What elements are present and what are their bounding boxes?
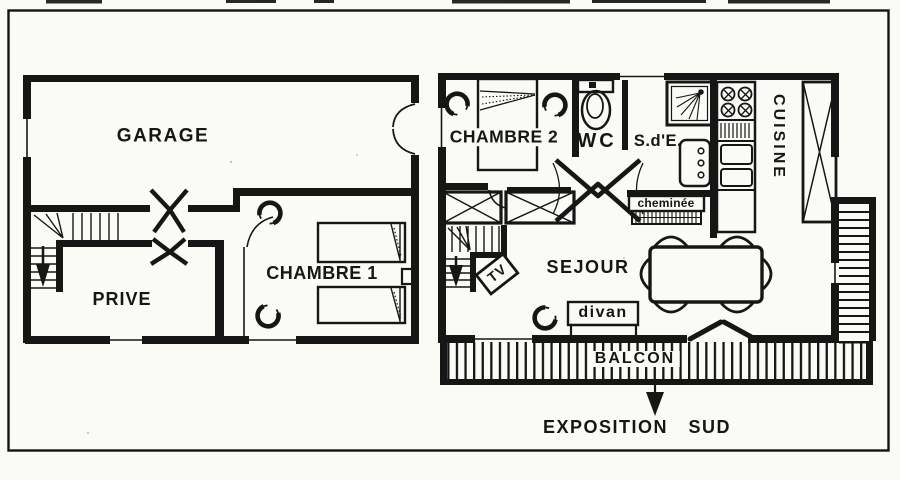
room-label-balcon: BALCON	[589, 351, 681, 367]
room-label-wc: WC	[577, 130, 617, 152]
door-swing-icon-prive	[149, 237, 189, 266]
upper-floor-windows	[440, 75, 837, 340]
exterior-stairs-icon	[838, 197, 876, 341]
room-label-garage: GARAGE	[116, 125, 210, 147]
door-arc-chambre1	[243, 216, 274, 337]
french-door-icon	[392, 103, 416, 155]
room-label-prive: PRIVE	[92, 289, 152, 309]
sink-drainer-icon	[720, 123, 750, 138]
room-label-cuisine: CUISINE	[770, 94, 787, 180]
dining-table-icon	[639, 235, 773, 314]
kitchen-counter	[715, 80, 757, 234]
outer-frame	[7, 9, 890, 452]
armchair-icon	[442, 89, 472, 118]
armchair-icon	[253, 303, 282, 331]
stove-burners-icon	[720, 86, 753, 118]
bed-icon-chambre2	[476, 77, 539, 172]
south-arrow-icon	[646, 384, 664, 416]
tv-icon	[474, 252, 520, 296]
balcony-door-icon	[687, 319, 758, 342]
shower-icon	[665, 80, 714, 127]
room-label-chambre1: CHAMBRE 1	[266, 263, 378, 283]
room-label-sde: S.d'E.	[633, 131, 683, 150]
toilet-icon	[576, 78, 615, 131]
wardrobe-icon	[441, 190, 503, 225]
paper-specks	[86, 154, 625, 435]
dining-chair-icon	[639, 235, 773, 314]
room-label-sejour: SEJOUR	[546, 257, 630, 277]
ground-floor-windows	[26, 119, 296, 341]
door-swing-icon-hall	[554, 158, 642, 223]
ground-floor-walls	[23, 75, 419, 344]
staircase-icon-sejour	[441, 225, 507, 292]
furniture-label-divan: divan	[578, 304, 628, 321]
armchair-icon	[530, 303, 560, 333]
balcony-railing	[440, 341, 873, 385]
nightstand-icon	[400, 267, 416, 286]
scan-artifacts	[46, 0, 830, 4]
staircase-icon-ground	[31, 212, 119, 289]
wardrobe-icon-tall	[801, 80, 838, 224]
bed-icon-chambre1-b	[316, 285, 407, 325]
wardrobe-icon	[504, 190, 576, 225]
fireplace-icon	[627, 194, 706, 225]
annotation-exposition-sud: EXPOSITION SUD	[542, 417, 732, 437]
sink-basin-icon	[720, 168, 753, 187]
divan-sofa-icon	[566, 300, 640, 339]
furniture-label-cheminee: cheminée	[637, 196, 695, 210]
door-swing-icon-garage	[149, 188, 189, 234]
upper-floor-plan	[438, 73, 876, 416]
sink-basin-icon	[720, 144, 753, 165]
armchair-icon	[540, 90, 570, 119]
room-label-chambre2: CHAMBRE 2	[446, 128, 562, 146]
ground-floor-plan	[23, 75, 419, 344]
washbasin-icon	[678, 138, 715, 188]
bed-icon-chambre1-a	[316, 221, 407, 264]
